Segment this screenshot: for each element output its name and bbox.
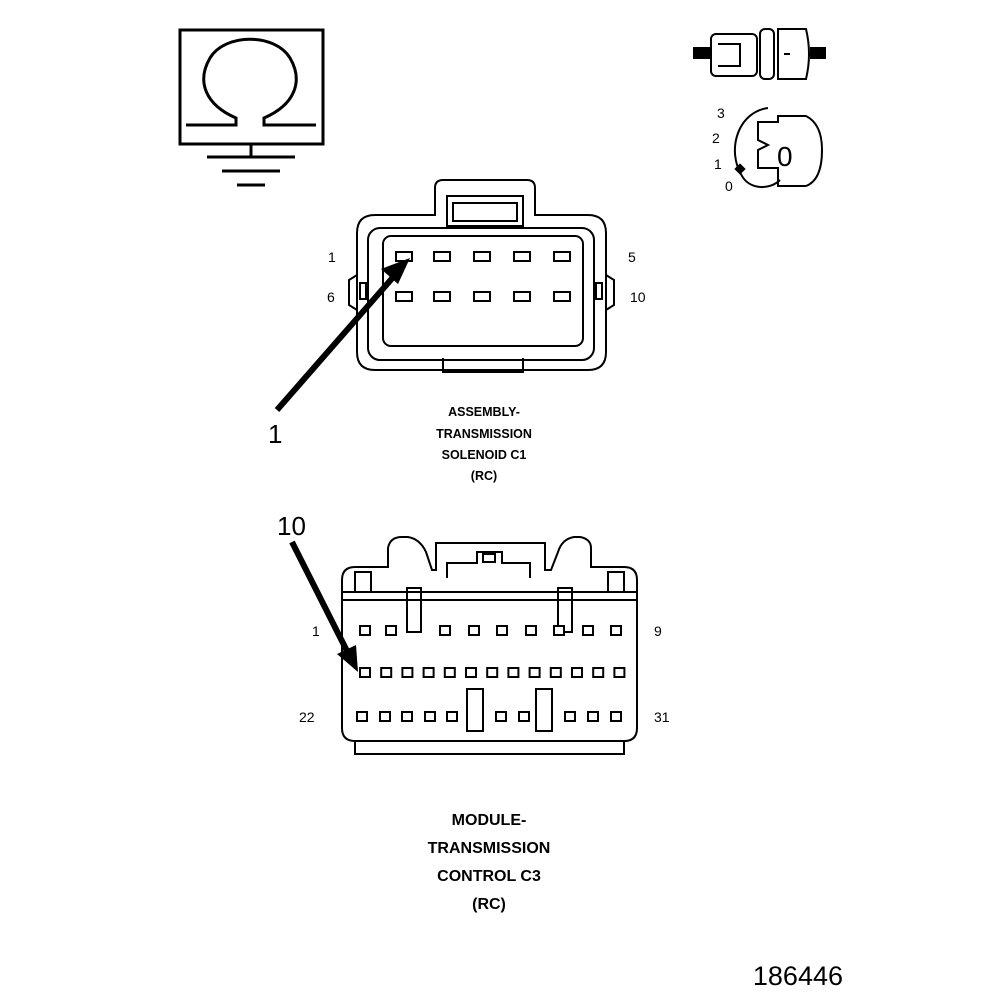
module-pin-cavity-4: [468, 625, 480, 636]
solenoid-caption-line-1: ASSEMBLY-: [448, 405, 520, 419]
module-pin-cavity-23: [356, 711, 368, 722]
figure-number: 186446: [753, 961, 843, 991]
module-pin-cavity-14: [443, 667, 456, 678]
module-pin-cavity-3: [439, 625, 451, 636]
module-callout-number: 10: [277, 511, 306, 541]
module-pin-grid: [356, 625, 626, 722]
module-pin-cavity-32: [610, 711, 622, 722]
module-pin-cavity-11: [380, 667, 393, 678]
solenoid-callout-arrow: [274, 273, 398, 412]
module-pin-cavity-16: [486, 667, 499, 678]
solenoid-connector-outer-shell: [356, 179, 607, 371]
module-caption-line-3: CONTROL C3: [437, 868, 541, 885]
key-position-3: 3: [717, 105, 725, 121]
solenoid-pin-label-5: 5: [628, 249, 636, 265]
key-position-1: 1: [714, 156, 722, 172]
ground-icon: [207, 144, 295, 187]
ohmmeter-symbol: [178, 28, 325, 187]
module-pin-cavity-2: [385, 625, 397, 636]
solenoid-pin-label-6: 6: [327, 289, 335, 305]
module-pin-cavity-24: [379, 711, 391, 722]
module-pin-cavity-1: [359, 625, 371, 636]
solenoid-caption-line-4: (RC): [471, 469, 497, 483]
ohmmeter-frame: [178, 28, 325, 146]
key-position-2: 2: [712, 130, 720, 146]
module-caption-line-4: (RC): [472, 896, 506, 913]
module-pin-cavity-31: [587, 711, 599, 722]
module-caption-line-2: TRANSMISSION: [428, 840, 551, 857]
module-pin-cavity-13: [422, 667, 435, 678]
solenoid-callout-arrowhead: [381, 258, 410, 284]
module-pin-cavity-15: [465, 667, 477, 678]
module-pin-cavity-25: [401, 711, 413, 722]
solenoid-caption-line-2: TRANSMISSION: [436, 427, 532, 441]
solenoid-pin-cavity-5: [553, 251, 571, 262]
solenoid-connector-inner-face: [367, 227, 595, 361]
module-pin-cavity-29: [518, 711, 530, 722]
module-pin-label-22: 22: [299, 709, 315, 725]
solenoid-pin-label-1: 1: [328, 249, 336, 265]
solenoid-latch-tab: [446, 195, 524, 227]
module-pin-cavity-20: [571, 667, 583, 678]
key-position-marker: [734, 163, 746, 175]
module-pin-cavity-6: [525, 625, 537, 636]
solenoid-pin-grid: [395, 251, 571, 302]
module-pin-cavity-27: [446, 711, 458, 722]
module-pin-label-9: 9: [654, 623, 662, 639]
module-connector: 1 9 22 31 10 MODULE- TRANSMISSION CONTRO…: [277, 511, 670, 913]
module-caption-line-1: MODULE-: [452, 812, 527, 829]
module-pin-cavity-7: [553, 625, 565, 636]
module-pin-cavity-12: [401, 667, 414, 678]
solenoid-pin-label-10: 10: [630, 289, 646, 305]
module-pin-label-1: 1: [312, 623, 320, 639]
solenoid-pin-cavity-2: [433, 251, 451, 262]
solenoid-pin-cavity-4: [513, 251, 531, 262]
module-pin-cavity-26: [424, 711, 436, 722]
key-switch-icon: 3 2 1 0 0: [712, 105, 824, 194]
solenoid-pin-cavity-3: [473, 251, 491, 262]
solenoid-pin-cavity-6: [395, 291, 413, 302]
module-pin-cavity-21: [592, 667, 605, 678]
connector-disconnect-icon: [693, 28, 826, 80]
key-cylinder: [733, 107, 781, 188]
module-pin-cavity-19: [549, 667, 562, 678]
module-latch: [446, 551, 531, 578]
module-pin-cavity-5: [496, 625, 508, 636]
module-pin-cavity-8: [582, 625, 594, 636]
solenoid-caption-line-3: SOLENOID C1: [442, 448, 527, 462]
module-pin-cavity-10: [359, 667, 371, 678]
solenoid-pin-cavity-8: [473, 291, 491, 302]
solenoid-pin-cavity-7: [433, 291, 451, 302]
ohm-symbol-icon: [186, 37, 316, 127]
key-bow: [757, 115, 824, 187]
key-label: 0: [777, 141, 793, 172]
module-pin-label-31: 31: [654, 709, 670, 725]
module-pin-cavity-30: [564, 711, 576, 722]
key-position-0: 0: [725, 178, 733, 194]
module-connector-outer-shell: [341, 536, 638, 742]
module-pin-cavity-9: [610, 625, 622, 636]
module-callout-arrow: [289, 540, 351, 655]
solenoid-callout-number: 1: [268, 419, 282, 449]
solenoid-connector: 1 5 6 10 1 ASSEMBLY- TRANSMISSION SOLENO…: [268, 179, 646, 483]
module-pin-cavity-18: [528, 667, 541, 678]
module-pin-cavity-17: [507, 667, 520, 678]
solenoid-pin-cavity-9: [513, 291, 531, 302]
solenoid-pin-cavity-1: [395, 251, 413, 262]
solenoid-pin-cavity-10: [553, 291, 571, 302]
module-pin-cavity-22: [613, 667, 626, 678]
module-callout-arrowhead: [337, 645, 358, 672]
module-pin-cavity-28: [495, 711, 507, 722]
